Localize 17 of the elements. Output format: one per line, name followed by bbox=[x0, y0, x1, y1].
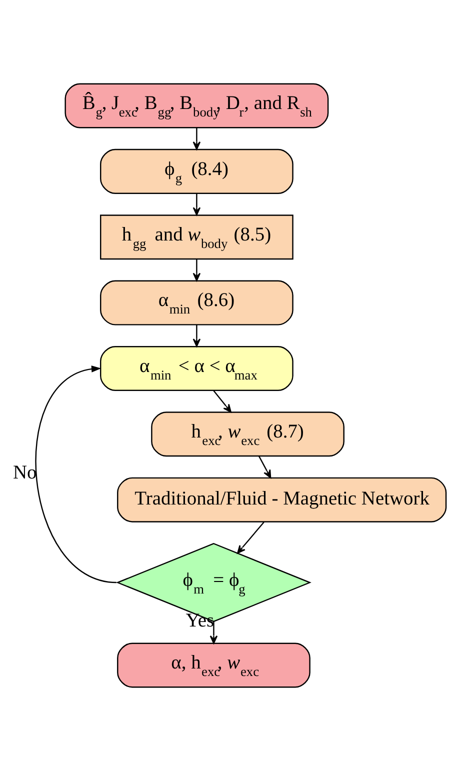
node-box: B̂$_{g}$, J$_{exc}$, B$_{gg}$, B$_{body}$, D$_{r}$, and R$_{sh}$ bbox=[64, 83, 329, 128]
arrow bbox=[258, 456, 272, 478]
node-box: ϕ$_{g}$ (8.4) bbox=[100, 148, 294, 194]
edge-label: No bbox=[12, 462, 37, 484]
arrow bbox=[192, 324, 201, 347]
node-box: α$_{min}$ (8.6) bbox=[100, 280, 294, 326]
arrow bbox=[192, 128, 201, 150]
arrow bbox=[192, 259, 201, 282]
arrow bbox=[210, 622, 218, 644]
arrow bbox=[192, 193, 201, 216]
arrow bbox=[237, 522, 264, 554]
node-box: Traditional/Fluid - Magnetic Network bbox=[117, 477, 447, 522]
node-box: h$_{gg}$ and w$_{body}$ (8.5) bbox=[100, 214, 294, 260]
arrow bbox=[212, 390, 232, 413]
node-box: α$_{min}$ < α < α$_{max}$ bbox=[100, 346, 294, 391]
node-box: h$_{exc}$, w$_{exc}$ (8.7) bbox=[151, 412, 344, 457]
arrow bbox=[35, 366, 117, 584]
